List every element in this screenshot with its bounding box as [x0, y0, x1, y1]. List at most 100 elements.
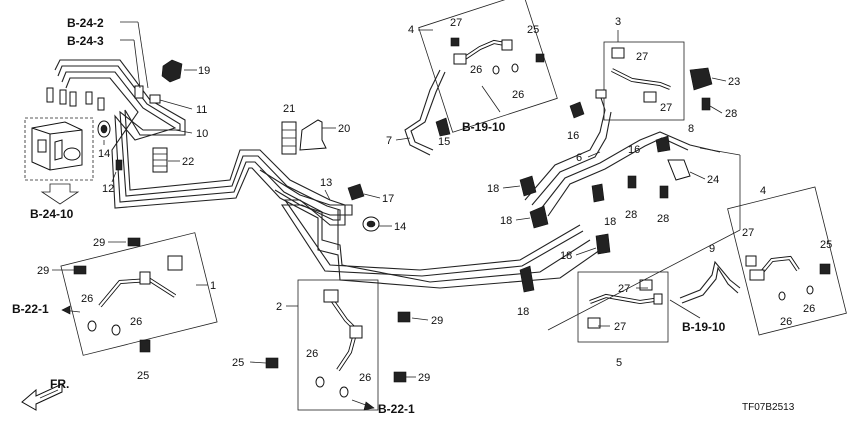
bolt-28-b	[627, 175, 637, 189]
callout-8: 8	[688, 123, 694, 135]
clip-16-a	[569, 101, 585, 119]
ref-b-19-10-right: B-19-10	[682, 320, 726, 334]
callout-1: 1	[210, 280, 216, 292]
callout-26d: 26	[780, 316, 792, 328]
front-direction-arrow: FR.	[21, 377, 69, 411]
grommet-14-left	[97, 120, 111, 138]
callout-27a: 27	[450, 17, 462, 29]
hose-5	[587, 279, 663, 329]
bolt-28-c	[659, 185, 669, 199]
callout-18c: 18	[604, 216, 616, 228]
brake-pipe-bundle	[54, 59, 741, 304]
ref-b-24-10: B-24-10	[30, 207, 74, 221]
bracket-23	[689, 67, 713, 91]
callout-27e: 27	[618, 283, 630, 295]
clip-15	[435, 117, 451, 137]
bracket-20	[299, 119, 327, 151]
callout-22: 22	[182, 156, 194, 168]
callout-16a: 16	[567, 130, 579, 142]
callout-4a: 4	[408, 24, 414, 36]
frame-hose-5	[577, 271, 669, 343]
callout-26b: 26	[512, 89, 524, 101]
bolt-12	[115, 159, 123, 171]
callout-29b: 29	[37, 265, 49, 277]
hose-2	[265, 289, 411, 398]
callout-27b: 27	[636, 51, 648, 63]
frame-hose-3	[603, 41, 685, 121]
frame-hose-4-right	[727, 186, 847, 336]
clips-18	[519, 175, 611, 293]
callout-3: 3	[615, 16, 621, 28]
callout-27c: 27	[660, 102, 672, 114]
callout-6: 6	[576, 152, 582, 164]
callout-20: 20	[338, 123, 350, 135]
clamp-22	[152, 147, 168, 173]
callout-29a: 29	[93, 237, 105, 249]
callout-17: 17	[382, 193, 394, 205]
ref-b-19-10-left: B-19-10	[462, 120, 506, 134]
callout-28b: 28	[625, 209, 637, 221]
callout-12: 12	[102, 183, 114, 195]
callout-25c: 25	[137, 370, 149, 382]
hose-1	[73, 237, 183, 353]
callout-18d: 18	[560, 250, 572, 262]
callout-13: 13	[320, 177, 332, 189]
clip-19	[161, 59, 183, 83]
callout-25b: 25	[820, 239, 832, 251]
callout-18e: 18	[517, 306, 529, 318]
reference-labels: B-24-2 B-24-3 B-24-10 B-19-10 B-19-10 B-…	[12, 16, 726, 416]
diagram-code: TF07B2513	[742, 402, 795, 413]
callout-10: 10	[196, 128, 208, 140]
callout-26f: 26	[130, 316, 142, 328]
clip-17	[347, 183, 365, 201]
callout-25d: 25	[232, 357, 244, 369]
callout-29c: 29	[431, 315, 443, 327]
ref-b-24-3: B-24-3	[67, 34, 104, 48]
callout-14b: 14	[394, 221, 406, 233]
bolt-28-a	[701, 97, 711, 111]
callout-27d: 27	[742, 227, 754, 239]
callout-5: 5	[616, 357, 622, 369]
callout-18a: 18	[487, 183, 499, 195]
callout-26e: 26	[81, 293, 93, 305]
frame-hose-2	[297, 279, 379, 411]
leader-5-to-8	[547, 147, 741, 331]
callout-26a: 26	[470, 64, 482, 76]
callout-25a: 25	[527, 24, 539, 36]
hose-4-right	[745, 255, 831, 301]
callout-24: 24	[707, 174, 719, 186]
callout-9: 9	[709, 243, 715, 255]
callout-7: 7	[386, 135, 392, 147]
frame-hose-4-top	[418, 0, 558, 133]
ref-b-22-1-bottom: B-22-1	[378, 402, 415, 416]
front-label: FR.	[50, 377, 69, 391]
frame-hose-1	[60, 232, 218, 356]
callout-18b: 18	[500, 215, 512, 227]
callout-11: 11	[196, 104, 207, 116]
callout-19: 19	[198, 65, 210, 77]
ref-b-22-1-left: B-22-1	[12, 302, 49, 316]
clamp-21	[281, 121, 297, 155]
bracket-24	[667, 159, 691, 181]
callout-26c: 26	[803, 303, 815, 315]
callout-26g: 26	[306, 348, 318, 360]
ref-b-24-2: B-24-2	[67, 16, 104, 30]
callout-4b: 4	[760, 185, 766, 197]
callout-29d: 29	[418, 372, 430, 384]
clip-16-b	[655, 135, 671, 153]
grommet-14-middle	[362, 216, 380, 232]
callouts: 19 11 10 14 22 12 21 20 13 17 14 4 27 25…	[37, 16, 832, 384]
callout-28c: 28	[657, 213, 669, 225]
callout-14a: 14	[98, 148, 110, 160]
callout-27f: 27	[614, 321, 626, 333]
callout-16b: 16	[628, 144, 640, 156]
callout-26h: 26	[359, 372, 371, 384]
callout-21: 21	[283, 103, 295, 115]
hose-3	[595, 47, 671, 103]
callout-23: 23	[728, 76, 740, 88]
callout-28a: 28	[725, 108, 737, 120]
modulator-fittings	[46, 85, 161, 111]
callout-2: 2	[276, 301, 282, 313]
callout-15: 15	[438, 136, 450, 148]
